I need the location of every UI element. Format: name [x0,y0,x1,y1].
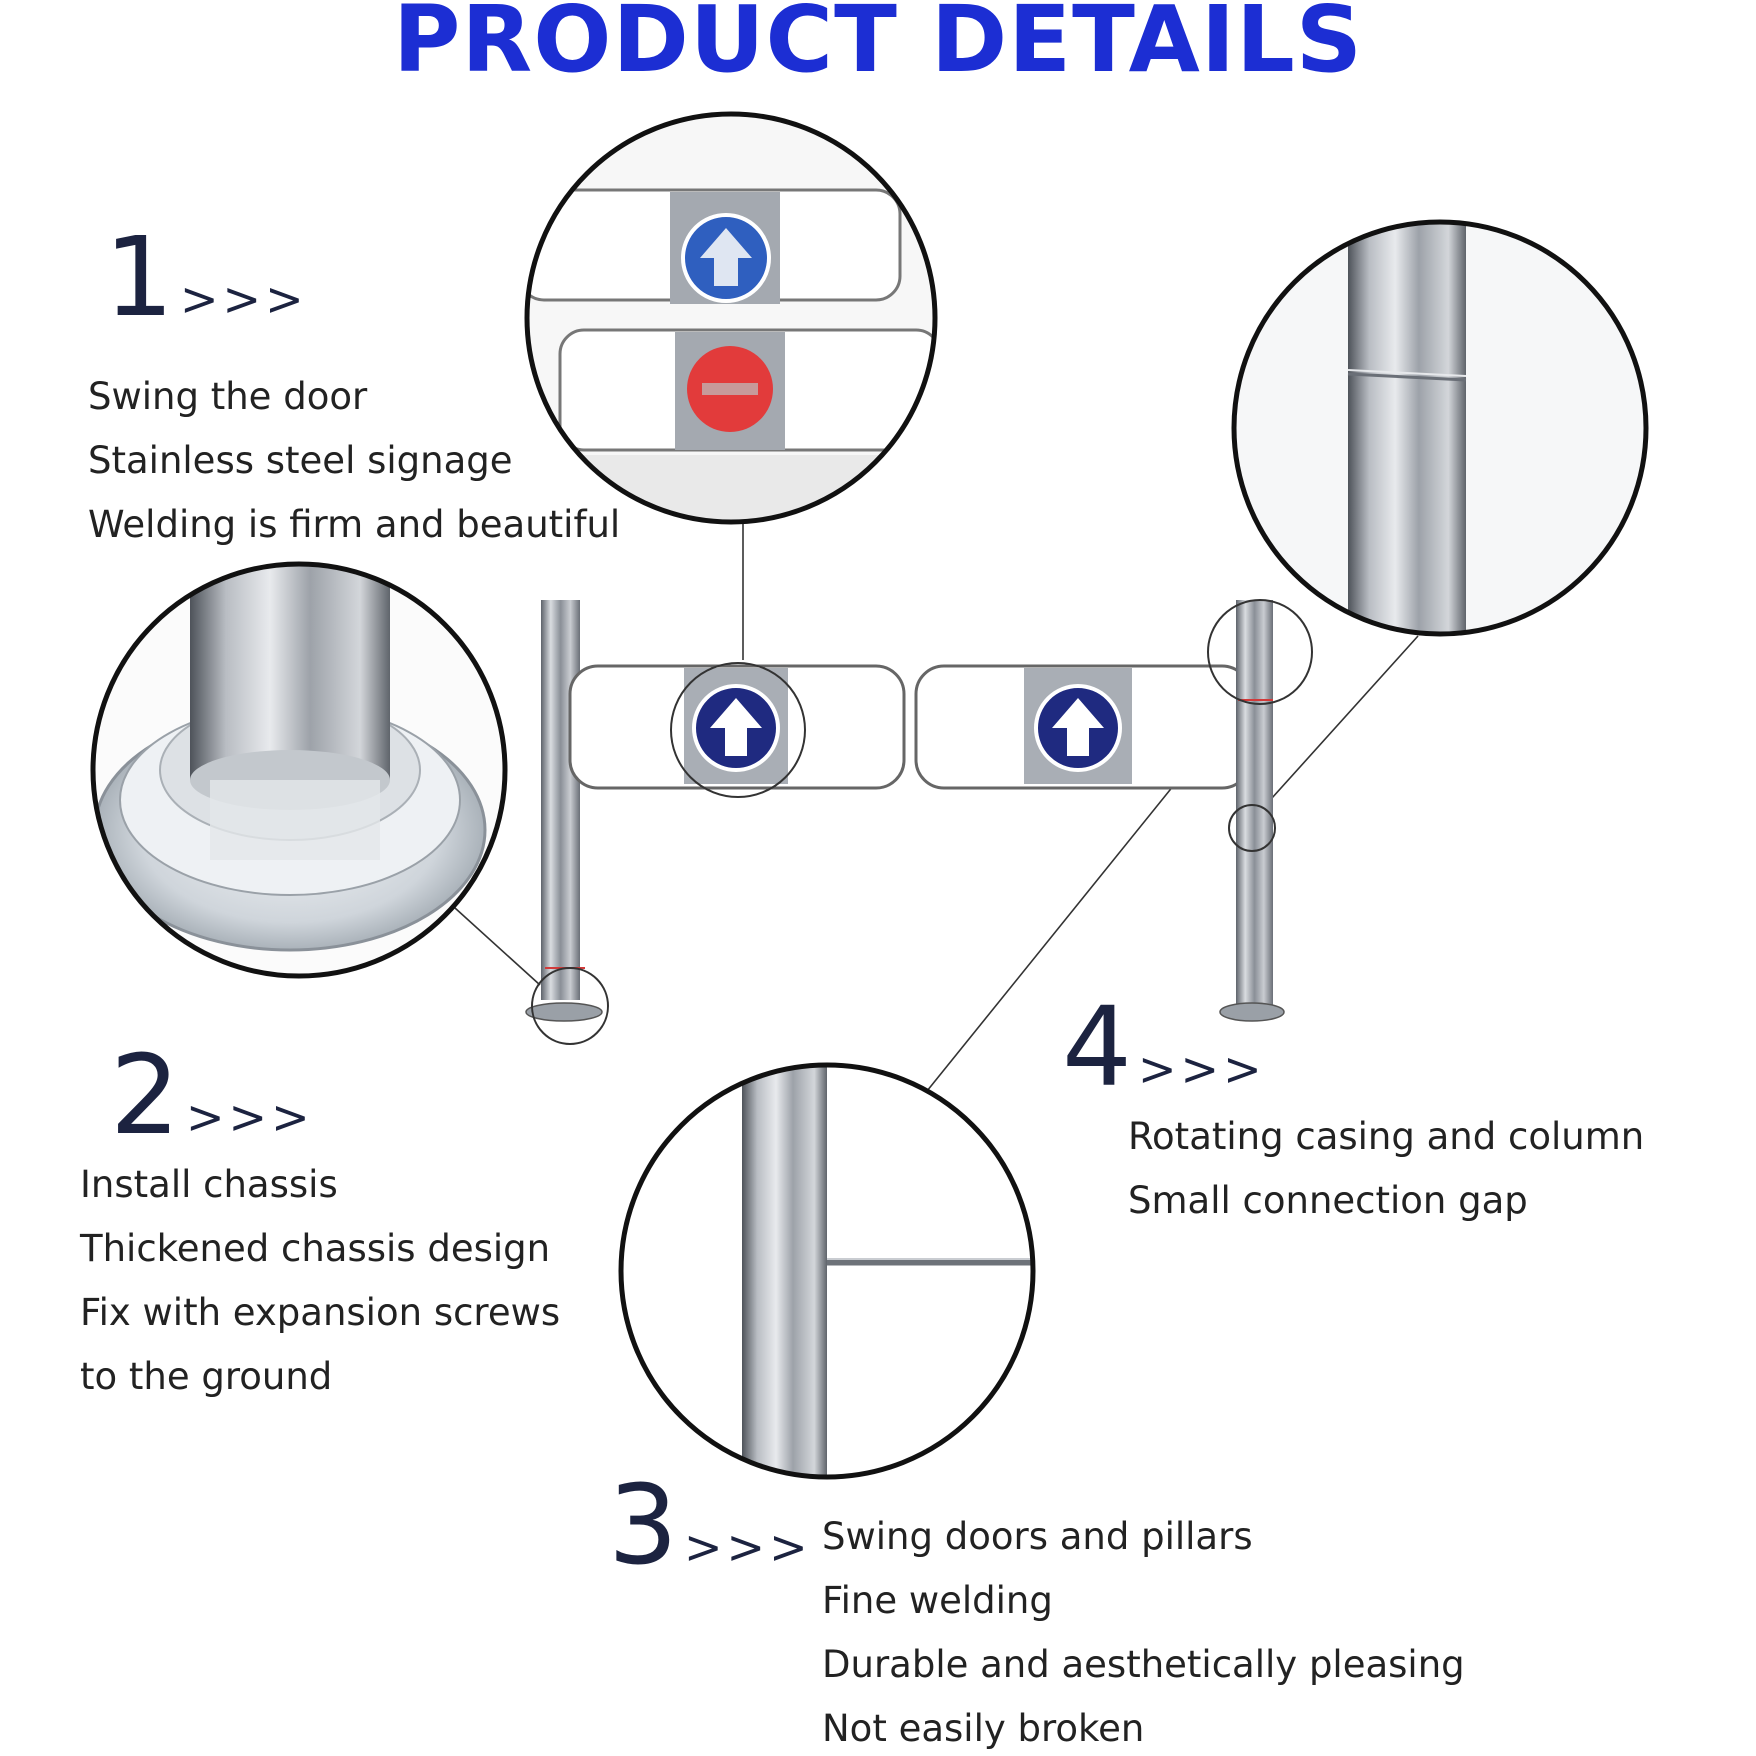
feature-4-arrow-marker: >>> [1138,1042,1266,1096]
feature-2-arrow-marker: >>> [186,1090,314,1144]
no-entry-sign-icon [687,346,773,432]
weld-detail-circle [618,1062,1036,1480]
up-arrow-sign-icon [692,684,780,772]
feature-3-heading: 3>>> [608,1470,812,1580]
feature-4-line: Small connection gap [1128,1179,1528,1222]
column-joint-detail-circle [1231,219,1649,637]
feature-4-text: Rotating casing and column Small connect… [1128,1118,1644,1246]
feature-1-arrow-marker: >>> [180,272,308,326]
feature-2-text: Install chassis Thickened chassis design… [80,1166,560,1422]
feature-4-number: 4 [1062,983,1132,1111]
feature-4-heading: 4>>> [1062,992,1266,1102]
signage-detail-circle [524,111,938,525]
feature-3-line: Not easily broken [822,1707,1145,1750]
feature-1-line: Swing the door [88,375,368,418]
feature-3-line: Swing doors and pillars [822,1515,1253,1558]
feature-1-number: 1 [104,213,174,341]
up-arrow-sign-icon [1034,684,1122,772]
chassis-detail-circle [90,561,508,979]
feature-2-number: 2 [110,1031,180,1159]
feature-2-line: to the ground [80,1355,333,1398]
feature-1-line: Welding is firm and beautiful [88,503,621,546]
feature-1-text: Swing the door Stainless steel signage W… [88,378,620,570]
feature-1-line: Stainless steel signage [88,439,513,482]
page-title: PRODUCT DETAILS [393,0,1363,93]
feature-3-line: Durable and aesthetically pleasing [822,1643,1465,1686]
feature-1-heading: 1>>> [104,222,308,332]
feature-3-text: Swing doors and pillars Fine welding Dur… [822,1518,1465,1756]
feature-2-heading: 2>>> [110,1040,314,1150]
feature-2-line: Install chassis [80,1163,338,1206]
feature-3-arrow-marker: >>> [684,1520,812,1574]
gate-main [525,599,1313,1045]
up-arrow-sign-icon [681,213,771,303]
feature-2-line: Fix with expansion screws [80,1291,561,1334]
feature-4-line: Rotating casing and column [1128,1115,1645,1158]
feature-3-number: 3 [608,1461,678,1589]
feature-3-line: Fine welding [822,1579,1053,1622]
feature-2-line: Thickened chassis design [80,1227,551,1270]
